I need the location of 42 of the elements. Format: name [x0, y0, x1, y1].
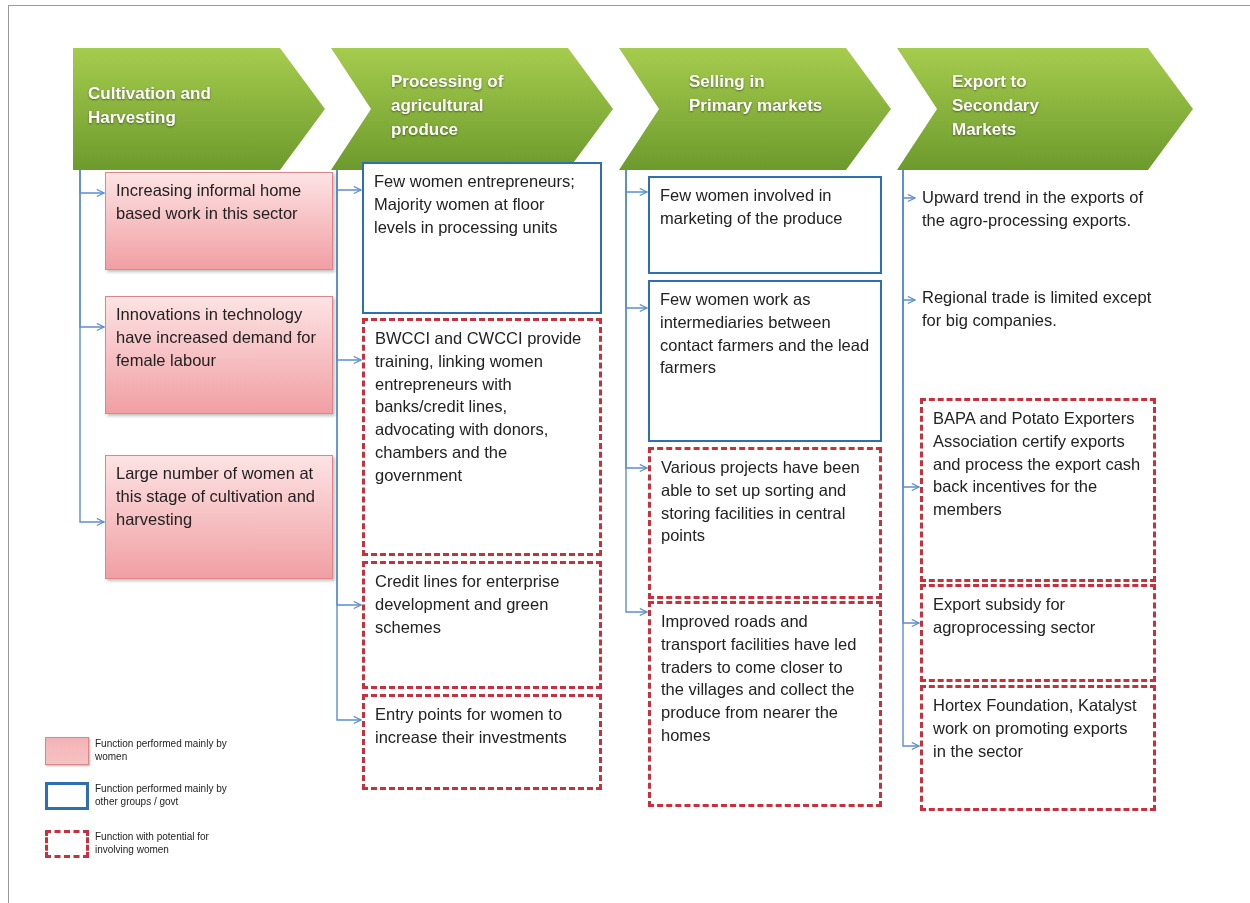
- women-function-box: [105, 172, 333, 270]
- stage-header-banner: [331, 48, 613, 170]
- potential-box: [920, 398, 1156, 582]
- box-text: Various projects have been able to set up sorting and storing facilities in central points: [661, 457, 861, 547]
- box-text: BWCCI and CWCCI provide training, linking women entrepreneurs with banks/credit lines, advocating with donors, chambers and the government: [375, 328, 583, 486]
- stage-title: Export to Secondary Markets: [952, 71, 1040, 141]
- women-function-box: [105, 455, 333, 579]
- box-text: Few women work as intermediaries between contact farmers and the lead farmers: [660, 289, 870, 379]
- box-text: Export subsidy for agroprocessing sector: [933, 594, 1097, 638]
- legend-text: Function performed mainly by women: [95, 737, 228, 763]
- stage-title: Processing of agricultural produce: [391, 71, 505, 141]
- potential-box: [362, 318, 602, 556]
- note-text: Regional trade is limited except for big companies.: [916, 282, 1166, 364]
- box-text: Large number of women at this stage of cultivation and harvesting: [116, 463, 317, 530]
- legend-text: Function performed mainly by other groups / govt: [95, 782, 228, 808]
- box-text: BAPA and Potato Exporters Association certify exports and process the export cash back incentives for the members: [933, 408, 1142, 521]
- potential-box: [362, 694, 602, 790]
- potential-box: [920, 584, 1156, 682]
- other-groups-box: [362, 162, 602, 314]
- stage-title: Selling in Primary markets: [689, 71, 824, 117]
- box-text: Improved roads and transport facilities have led traders to come closer to the villages and collect the produce from nearer the homes: [661, 611, 858, 746]
- other-groups-box: [648, 280, 882, 442]
- box-text: Increasing informal home based work in this sector: [116, 180, 303, 224]
- stage-header-banner: [73, 48, 325, 170]
- box-text: Few women entrepreneurs; Majority women at floor levels in processing units: [374, 171, 576, 238]
- note-text: Upward trend in the exports of the agro-processing exports.: [916, 182, 1166, 264]
- box-text: Entry points for women to increase their investments: [375, 704, 568, 748]
- potential-box: [362, 561, 602, 689]
- stage-header-banner: [619, 48, 891, 170]
- box-text: Hortex Foundation, Katalyst work on promoting exports in the sector: [933, 695, 1138, 762]
- legend-text: Function with potential for involving women: [95, 830, 210, 856]
- other-groups-box: [648, 176, 882, 274]
- stage-header-banner: [897, 48, 1193, 170]
- stage-title: Cultivation and Harvesting: [88, 83, 212, 129]
- box-text: Credit lines for enterprise development and green schemes: [375, 571, 561, 638]
- connector-arrow: [79, 169, 105, 527]
- potential-box: [920, 685, 1156, 811]
- box-text: Few women involved in marketing of the produce: [660, 185, 844, 229]
- potential-box: [648, 601, 882, 807]
- box-text: Innovations in technology have increased demand for female labour: [116, 304, 317, 371]
- potential-box: [648, 447, 882, 599]
- women-function-box: [105, 296, 333, 414]
